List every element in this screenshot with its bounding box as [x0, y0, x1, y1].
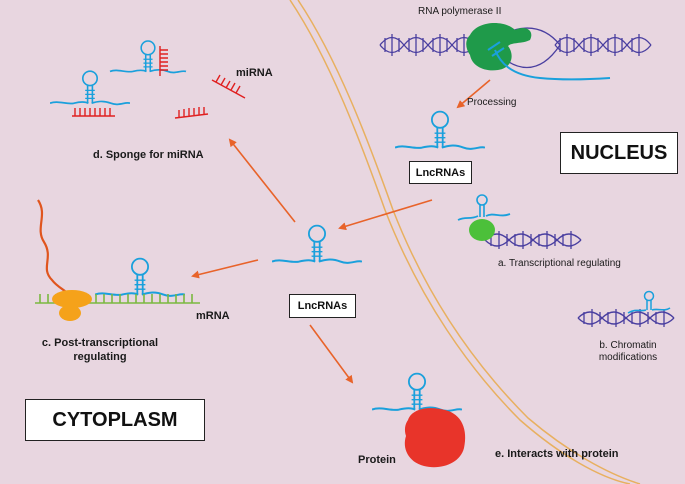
post-transcriptional-label-2: regulating	[73, 351, 127, 363]
peptide-chain	[37, 199, 71, 297]
transcription-factor-complex	[457, 194, 582, 249]
sponge-label: d. Sponge for miRNA	[93, 149, 204, 161]
lncrna-hairpin-nucleus	[395, 110, 485, 150]
lncrna-hairpin-center	[272, 224, 362, 264]
lncrna-hairpin-mrna	[95, 257, 185, 297]
lncrnas-nucleus-box: LncRNAs	[409, 161, 472, 184]
protein-label: Protein	[358, 454, 396, 466]
post-transcriptional-arrow	[191, 259, 259, 279]
lncrna-hairpin-sponge-left	[50, 70, 130, 106]
protein-arrow	[309, 324, 354, 384]
lncrnas-center-box: LncRNAs	[289, 294, 356, 318]
sponge-arrow	[228, 138, 296, 223]
nascent-rna-stem	[487, 41, 505, 57]
ribosome-icon	[52, 290, 92, 308]
protein-icon	[404, 408, 466, 468]
rna-polymerase-icon	[466, 23, 532, 71]
mirna-icons	[72, 46, 246, 119]
ribosome-small-icon	[59, 305, 81, 321]
mrna-label: mRNA	[196, 310, 230, 322]
interacts-label: e. Interacts with protein	[495, 448, 619, 460]
lncrna-hairpin-protein	[372, 372, 462, 412]
lncrna-hairpin-sponge-right	[109, 40, 187, 74]
post-transcriptional-label-1: c. Post-transcriptional	[41, 337, 159, 349]
chromatin-label-2: modifications	[598, 352, 658, 363]
rna-polymerase-label: RNA polymerase II	[418, 6, 502, 17]
processing-arrow	[456, 79, 491, 109]
export-arrow	[338, 199, 433, 231]
chromatin-label-1: b. Chromatin	[599, 340, 657, 351]
cytoplasm-box: CYTOPLASM	[25, 399, 205, 441]
transcriptional-label: a. Transcriptional regulating	[498, 258, 621, 269]
dna-helix-top	[379, 27, 652, 68]
processing-label: Processing	[467, 97, 517, 108]
chromatin-dna	[577, 290, 675, 327]
mirna-label: miRNA	[236, 67, 273, 79]
nucleus-box: NUCLEUS	[560, 132, 678, 174]
nascent-rna	[494, 49, 611, 81]
nuclear-membrane	[289, 0, 641, 484]
